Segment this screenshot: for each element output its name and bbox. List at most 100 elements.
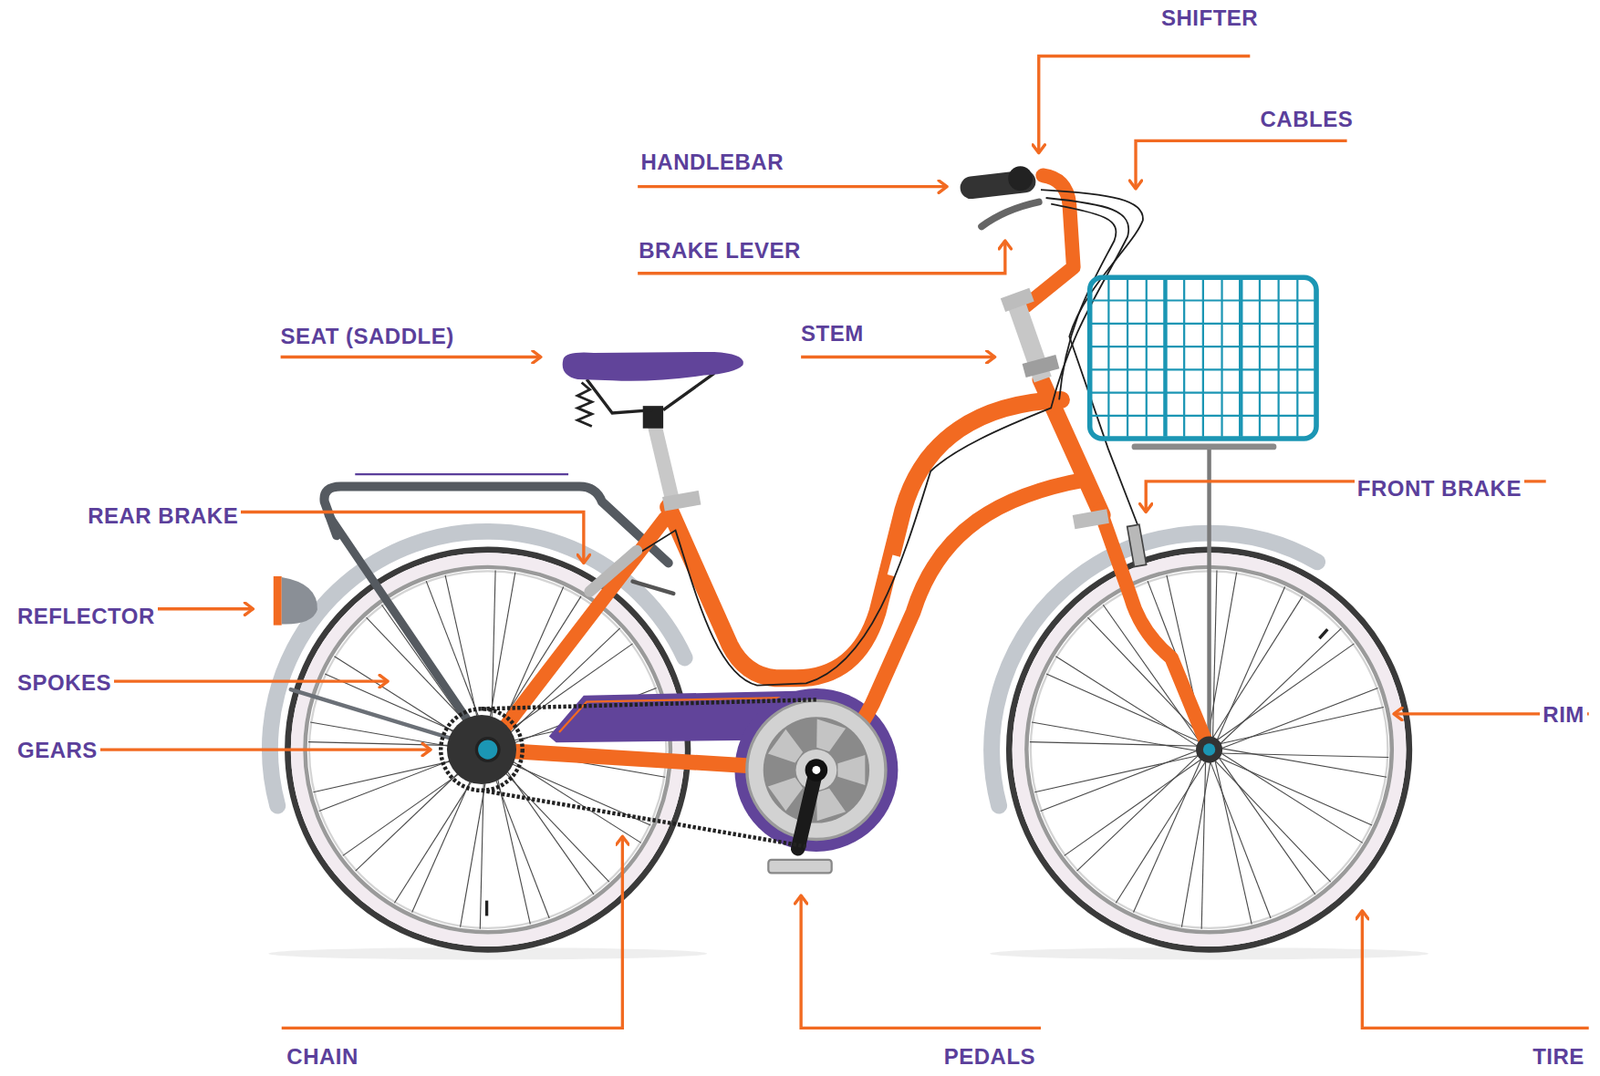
spoke bbox=[1217, 753, 1389, 759]
chainring-inner bbox=[763, 716, 870, 823]
basket-wire bbox=[1091, 391, 1315, 394]
basket-wire bbox=[1091, 322, 1315, 325]
spoke bbox=[1209, 758, 1272, 919]
spoke bbox=[1181, 758, 1211, 928]
spoke bbox=[1201, 758, 1206, 929]
leader-line bbox=[800, 895, 1041, 1029]
chain bbox=[481, 699, 817, 847]
crank-arm bbox=[798, 769, 817, 849]
part-label: CHAIN bbox=[283, 1045, 362, 1070]
leader-line bbox=[280, 355, 541, 359]
part-label: HANDLEBAR bbox=[637, 150, 787, 175]
spoke bbox=[1031, 722, 1201, 752]
basket-wire bbox=[1258, 279, 1261, 437]
chainring-arms bbox=[768, 719, 865, 822]
seat-collar bbox=[662, 490, 701, 511]
basket-rod bbox=[1206, 448, 1211, 750]
rear-cable bbox=[634, 197, 1130, 686]
leader-lines bbox=[17, 56, 1590, 1029]
leader-line bbox=[800, 355, 996, 359]
brake-lever bbox=[981, 201, 1039, 227]
part-label: SHIFTER bbox=[1158, 6, 1261, 31]
leader-line bbox=[1135, 140, 1348, 189]
chainring-arm bbox=[816, 719, 846, 753]
basket-wire bbox=[1107, 279, 1110, 437]
part-label: FRONT BRAKE bbox=[1354, 477, 1525, 501]
basket-wire bbox=[1091, 345, 1315, 348]
part-label: CABLES bbox=[1257, 107, 1356, 132]
basket-wire bbox=[1091, 415, 1315, 417]
spoke bbox=[1207, 572, 1237, 742]
pedal bbox=[768, 860, 832, 874]
spoke bbox=[1212, 570, 1217, 741]
spoke bbox=[1216, 755, 1316, 895]
spoke bbox=[1115, 758, 1207, 904]
head-tube bbox=[1040, 379, 1102, 516]
part-label: SEAT (SADDLE) bbox=[278, 324, 458, 349]
basket-wire bbox=[1202, 279, 1205, 437]
brake-arm bbox=[633, 581, 675, 594]
spoke bbox=[1211, 596, 1303, 741]
spoke bbox=[492, 757, 530, 925]
seatstay bbox=[488, 518, 666, 750]
spoke bbox=[1040, 749, 1201, 812]
spoke bbox=[1029, 742, 1201, 748]
valve bbox=[485, 901, 489, 917]
crank-bolt-center bbox=[811, 766, 821, 775]
basket-grid bbox=[1091, 279, 1315, 437]
cables bbox=[634, 189, 1143, 686]
chainring bbox=[747, 700, 886, 840]
spoke bbox=[1077, 753, 1202, 872]
valve bbox=[1319, 629, 1328, 639]
spoke bbox=[1212, 758, 1330, 883]
spoke bbox=[1217, 628, 1342, 747]
spoke bbox=[1102, 604, 1202, 745]
basket bbox=[1090, 277, 1317, 439]
part-label: GEARS bbox=[14, 738, 101, 763]
part-label: STEM bbox=[798, 322, 867, 346]
basket-wire bbox=[1163, 279, 1167, 437]
spoke bbox=[1214, 644, 1354, 743]
stem-clamp bbox=[1000, 288, 1035, 312]
chainring-arm bbox=[768, 729, 803, 764]
spoke bbox=[1215, 587, 1286, 744]
spoke bbox=[1216, 706, 1384, 745]
rear-cog bbox=[446, 715, 517, 785]
spoke bbox=[1034, 755, 1202, 793]
spoke bbox=[491, 758, 610, 883]
spoke bbox=[488, 758, 551, 919]
leader-line bbox=[281, 836, 624, 1029]
part-label: RIM bbox=[1539, 703, 1588, 728]
spoke bbox=[1214, 757, 1252, 925]
saddle bbox=[562, 352, 744, 382]
basket-wire bbox=[1277, 279, 1280, 437]
basket-wire bbox=[1220, 279, 1223, 437]
spoke bbox=[1215, 756, 1372, 826]
frame-clip bbox=[887, 555, 904, 579]
rear-rack bbox=[323, 487, 668, 564]
rear-hub bbox=[476, 738, 499, 762]
basket-wire bbox=[1126, 279, 1129, 437]
seat-spring bbox=[577, 382, 593, 426]
part-label: SPOKES bbox=[14, 671, 115, 696]
chainring-arm bbox=[768, 777, 803, 811]
part-label: PEDALS bbox=[941, 1045, 1039, 1070]
chainring-arm bbox=[816, 789, 846, 822]
basket-wire bbox=[1238, 279, 1243, 437]
leader-line bbox=[637, 185, 947, 188]
shifter-knob bbox=[1007, 166, 1033, 191]
basket-base bbox=[1134, 444, 1274, 451]
basket-wire bbox=[1145, 279, 1148, 437]
rack-strut bbox=[328, 515, 489, 750]
spoke bbox=[495, 755, 594, 895]
part-label: REFLECTOR bbox=[14, 604, 158, 629]
stem-collar bbox=[1022, 354, 1060, 378]
reflector-base bbox=[273, 576, 282, 626]
part-label: BRAKE LEVER bbox=[635, 238, 804, 263]
leader-line bbox=[1038, 56, 1251, 154]
leader-line bbox=[1361, 911, 1589, 1029]
basket-wire bbox=[1091, 368, 1315, 371]
reflector-lens bbox=[281, 577, 318, 625]
